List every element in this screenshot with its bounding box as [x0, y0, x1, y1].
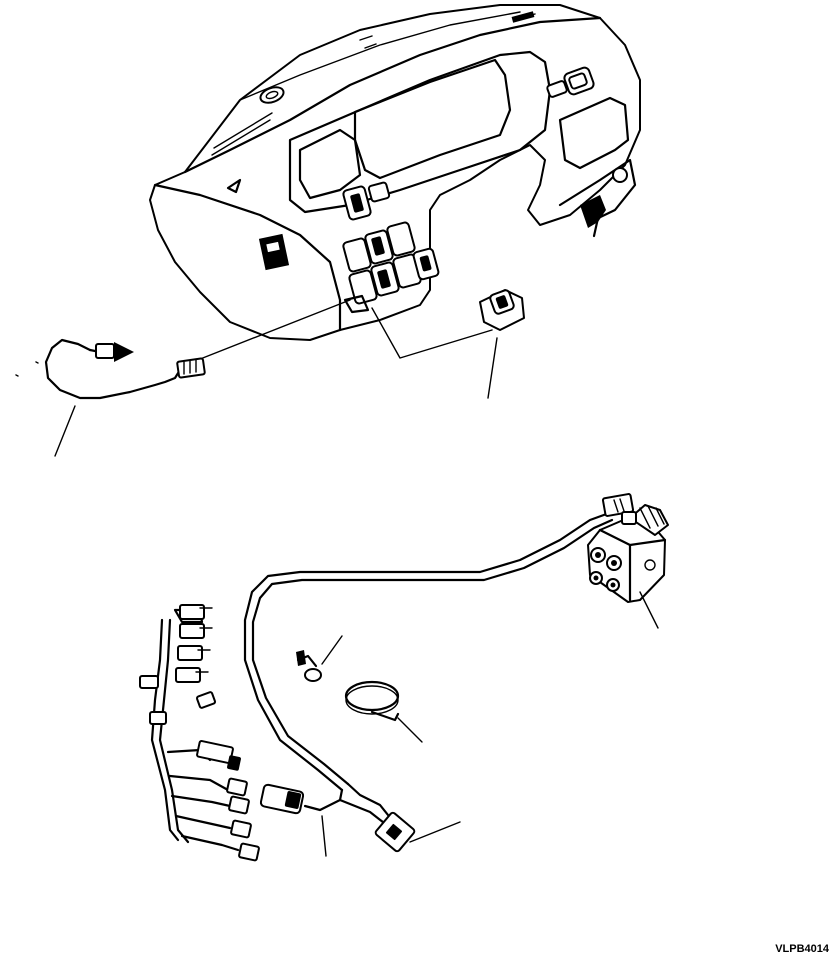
drawing-code-label: VLPB4014: [775, 943, 829, 955]
callout-harness: [54, 405, 76, 457]
callout-connector-1: [321, 815, 327, 857]
callout-connector-2: [409, 821, 461, 843]
switch-harness: [44, 338, 206, 400]
harness-connectors: [259, 783, 416, 853]
branch-harness: [139, 604, 260, 862]
valve-block: [587, 504, 669, 603]
leader-switch: [371, 307, 493, 359]
cable-band: [344, 680, 400, 722]
main-harness: [243, 510, 614, 828]
rocker-switch: [479, 289, 525, 331]
clip: [296, 650, 322, 682]
callout-valve: [639, 591, 659, 629]
callout-switch: [487, 337, 498, 399]
callout-band: [397, 717, 423, 743]
vent-dots: [211, 112, 273, 156]
leader-wire: [184, 299, 351, 366]
callout-clip: [321, 635, 343, 665]
instrument-panel: [149, 4, 641, 341]
switch-cluster: [342, 181, 440, 314]
